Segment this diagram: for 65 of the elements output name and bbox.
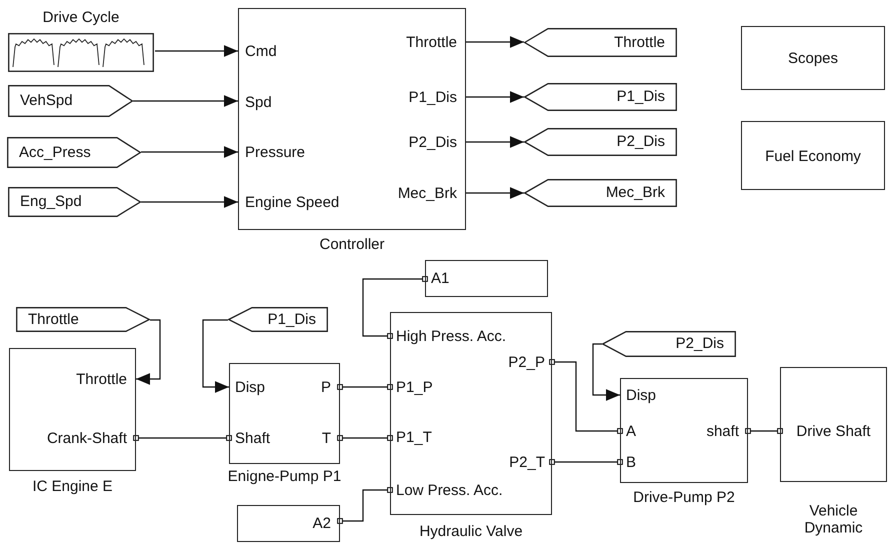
connection-line — [362, 276, 428, 339]
signal-arrow — [592, 343, 620, 401]
tag-label: Throttle — [28, 311, 79, 328]
block-heading: Drive Cycle — [42, 10, 120, 26]
connection-line — [745, 428, 783, 434]
block-label: Drive Shaft — [795, 424, 872, 440]
port-label: Mec_Brk — [398, 186, 457, 202]
block-caption: Enigne-Pump P1 — [228, 468, 342, 486]
port-label: P2_T — [509, 454, 545, 472]
port-label: P1_T — [396, 430, 432, 446]
port-label: Spd — [245, 94, 272, 112]
tag-label: P1_Dis — [616, 88, 665, 106]
block-label: Fuel Economy — [764, 148, 862, 166]
port-label: Disp — [626, 388, 656, 404]
port-label: Throttle — [406, 34, 457, 52]
port-label: T — [322, 430, 331, 448]
port-label: Shaft — [235, 430, 270, 448]
connection-line — [549, 359, 623, 434]
port-label: P2_Dis — [408, 134, 457, 152]
tag-label: Throttle — [614, 34, 665, 51]
port-label: Engine Speed — [245, 194, 340, 212]
block-caption: Hydraulic Valve — [419, 524, 523, 540]
tag-label: P1_Dis — [268, 311, 316, 328]
signal-arrow — [466, 36, 524, 48]
port-label: Low Press. Acc. — [396, 482, 503, 500]
port-label: Pressure — [245, 144, 306, 162]
signal-arrow — [466, 91, 524, 103]
port-label: High Press. Acc. — [396, 328, 506, 346]
port-label: shaft — [706, 424, 739, 440]
signal-arrow — [136, 319, 161, 385]
block-caption: Vehicle Dynamic — [803, 504, 864, 536]
block-label: A2 — [312, 516, 331, 532]
connection-line — [133, 435, 232, 441]
port-label: P1_P — [396, 380, 433, 396]
block-label: Scopes — [786, 50, 840, 68]
tag-label: P2_Dis — [676, 336, 724, 352]
port-label: P1_Dis — [408, 90, 457, 106]
port-label: Crank-Shaft — [46, 430, 127, 448]
connection-line — [549, 459, 623, 465]
tag-label: VehSpd — [20, 92, 73, 110]
connection-line — [337, 487, 393, 524]
tag-label: Eng_Spd — [20, 194, 82, 210]
port-label: Cmd — [245, 44, 277, 60]
tag-label: Acc_Press — [19, 144, 91, 161]
signal-arrow — [466, 187, 524, 199]
signal-arrow — [202, 319, 229, 393]
connection-line — [337, 384, 393, 390]
connection-line — [337, 435, 393, 441]
block-caption: Drive-Pump P2 — [633, 490, 735, 506]
signal-arrow — [133, 95, 238, 107]
port-label: B — [626, 454, 636, 472]
signal-arrow — [466, 136, 524, 148]
block-label: A1 — [431, 270, 450, 288]
tag-label: P2_Dis — [616, 134, 665, 150]
port-label: A — [626, 424, 636, 440]
block-caption: Controller — [319, 236, 385, 254]
port-label: P — [320, 380, 331, 396]
port-label: Throttle — [76, 372, 127, 388]
tag-label: Mec_Brk — [606, 184, 665, 202]
signal-arrow — [155, 45, 238, 57]
signal-arrow — [141, 146, 238, 158]
signal-arrow — [141, 196, 238, 208]
block-caption: IC Engine E — [32, 478, 113, 496]
port-label: Disp — [235, 380, 266, 396]
port-label: P2_P — [508, 354, 545, 372]
